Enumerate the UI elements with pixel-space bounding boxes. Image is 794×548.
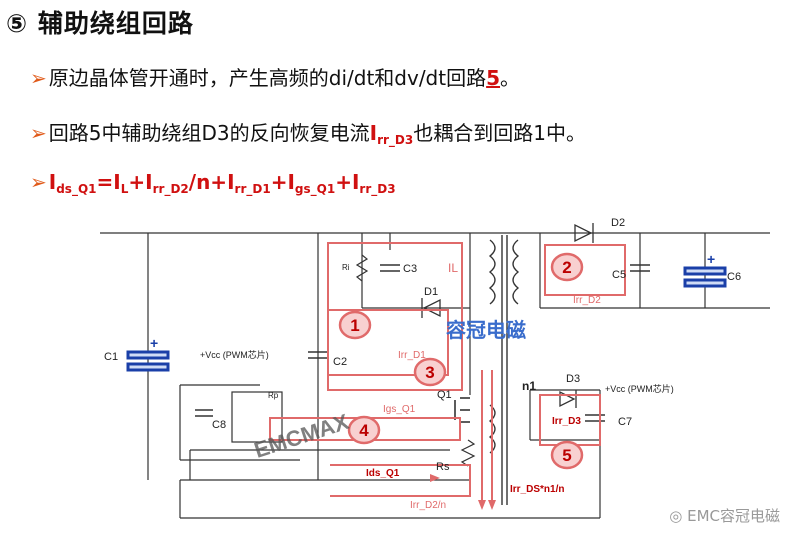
label-c8: C8 (212, 419, 226, 431)
bullet-1: ➢原边晶体管开通时，产生高频的di/dt和dv/dt回路5。 (30, 62, 520, 91)
eq-term-sub: gs_Q1 (294, 182, 336, 196)
eq-op: + (270, 170, 288, 194)
small-caps (195, 264, 650, 422)
eq-lhs-sub: ds_Q1 (56, 182, 97, 196)
eq-op: + (128, 170, 146, 194)
diode-icons (421, 223, 594, 408)
eq-op: /n+ (188, 170, 228, 194)
label-d3: D3 (566, 373, 580, 385)
footer-watermark-text: EMC容冠电磁 (687, 507, 780, 525)
label-q1: Q1 (437, 389, 452, 401)
eq-term: I (113, 170, 121, 194)
watermark-emcmax: EMCMAX (251, 409, 352, 463)
bullet-1-text-a: 原边晶体管开通时，产生高频的di/dt和dv/dt回路 (48, 66, 487, 90)
bullet-arrow-icon: ➢ (30, 66, 47, 90)
label-c7: C7 (618, 416, 632, 428)
wechat-icon: ◎ (669, 507, 683, 525)
transformer-icon (488, 235, 520, 505)
current-labels-strong: Ids_Q1 Irr_DS*n1/n Irr_D3 (366, 416, 581, 495)
eq-term: I (287, 170, 295, 194)
eq-term-sub: rr_D3 (359, 182, 396, 196)
label-c1: C1 (104, 351, 118, 363)
label-rp: Rp (268, 391, 279, 400)
eq-term-sub: rr_D2 (152, 182, 189, 196)
bullet-2-sub: rr_D3 (377, 133, 414, 147)
current-irr-d3: Irr_D3 (552, 416, 581, 427)
eq-term: I (145, 170, 153, 194)
label-c3: C3 (403, 263, 417, 275)
loop-number-1: 1 (350, 316, 359, 335)
label-ri: Ri (342, 263, 350, 272)
current-irr-d2-n: Irr_D2/n (410, 500, 446, 511)
current-irr-d1: Irr_D1 (398, 350, 426, 361)
label-vcc-2: +Vcc (PWM芯片) (605, 383, 674, 394)
label-n1: n1 (522, 379, 536, 393)
cap-plus-icons: ++ (150, 251, 715, 351)
arrow-icons (430, 474, 496, 510)
loop-numbers: 1 2 3 4 5 (350, 258, 571, 465)
watermark-overlay: 容冠电磁 (446, 318, 526, 342)
svg-text:+: + (150, 335, 158, 351)
current-igs-q1: Igs_Q1 (383, 404, 416, 415)
label-d1: D1 (424, 286, 438, 298)
label-vcc-1: +Vcc (PWM芯片) (200, 349, 269, 360)
current-irr-d2: Irr_D2 (573, 295, 601, 306)
label-c6: C6 (727, 271, 741, 283)
bullet-2-text-a: 回路5中辅助绕组D3的反向恢复电流 (48, 121, 370, 145)
svg-text:+: + (707, 251, 715, 267)
transistor-icon (454, 397, 470, 423)
component-labels: D2 C5 C6 C3 D1 C1 C2 C8 Q1 Rs n1 D3 C7 R… (104, 217, 741, 473)
bullet-arrow-icon: ➢ (30, 170, 47, 194)
bullet-1-text-b: 。 (500, 66, 521, 90)
eq-lhs: I (48, 170, 57, 194)
electrolytic-caps (126, 266, 727, 372)
bullet-1-emph: 5 (486, 66, 501, 90)
label-c5: C5 (612, 269, 626, 281)
loop-number-2: 2 (562, 258, 571, 277)
eq-sign: = (96, 170, 114, 194)
bullet-2-sym: I (369, 121, 378, 145)
loop-number-4: 4 (359, 421, 369, 440)
equation: ➢Ids_Q1=IL+Irr_D2/n+Irr_D1+Igs_Q1+Irr_D3 (30, 170, 396, 196)
current-il: IL (448, 261, 458, 275)
loop-number-3: 3 (425, 363, 434, 382)
loop-markers (338, 252, 584, 470)
eq-term-sub: rr_D1 (234, 182, 271, 196)
current-irr-ds-n1: Irr_DS*n1/n (510, 484, 564, 495)
wires (100, 232, 770, 519)
eq-op: + (335, 170, 352, 194)
resistor-icon (355, 254, 369, 282)
label-d2: D2 (611, 217, 625, 229)
eq-term: I (351, 170, 360, 194)
loop-paths (269, 242, 626, 500)
page-title: ⑤ 辅助绕组回路 (6, 9, 194, 38)
resistor-icon (460, 439, 476, 467)
bullet-2-text-b: 也耦合到回路1中。 (413, 121, 586, 145)
label-rs: Rs (436, 461, 450, 473)
loop-number-5: 5 (562, 446, 571, 465)
bullet-arrow-icon: ➢ (30, 121, 47, 145)
eq-term: I (227, 170, 235, 194)
footer-watermark: ◎ EMC容冠电磁 (669, 505, 780, 526)
eq-term-sub: L (120, 182, 129, 196)
current-ids-q1: Ids_Q1 (366, 468, 400, 479)
label-c2: C2 (333, 356, 347, 368)
current-labels: IL Irr_D1 Igs_Q1 Irr_D2 Irr_D2/n (383, 261, 601, 511)
bullet-2: ➢回路5中辅助绕组D3的反向恢复电流Irr_D3也耦合到回路1中。 (30, 117, 586, 147)
